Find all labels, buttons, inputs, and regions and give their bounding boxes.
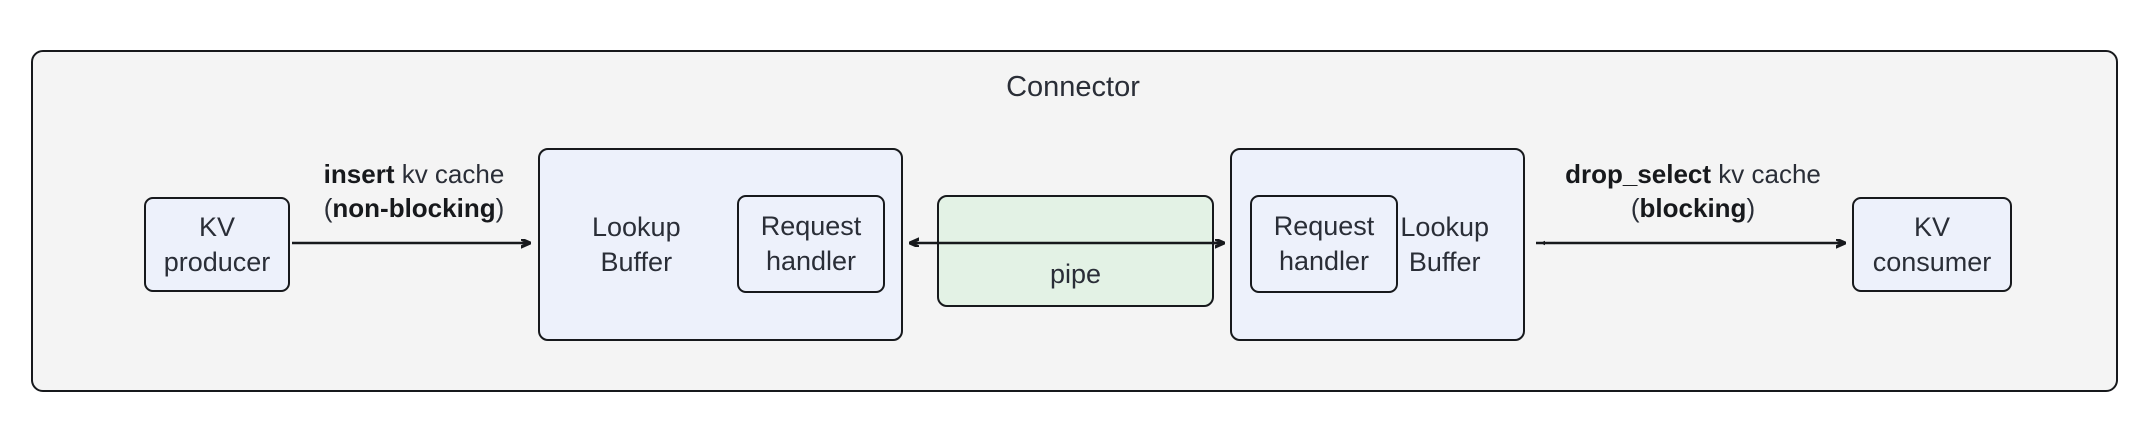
lookup-buffer-right-line2: Buffer	[1408, 246, 1481, 277]
edge-label-insert-plain: kv cache	[394, 159, 505, 189]
edge-label-drop-plain: kv cache	[1711, 159, 1821, 189]
kv-consumer-line2: consumer	[1872, 246, 1992, 277]
pipe-label: pipe	[1049, 259, 1102, 290]
kv-producer-line1: KV	[198, 211, 235, 242]
lookup-buffer-left-line1: Lookup	[592, 211, 681, 242]
kv-producer-line2: producer	[163, 246, 271, 277]
edge-label-drop-close-paren: )	[1746, 192, 1756, 223]
node-lookup-buffer-left: Lookup Buffer	[538, 148, 903, 341]
kv-consumer-line1: KV	[1913, 211, 1950, 242]
edge-label-insert-close-paren: )	[495, 192, 505, 223]
lookup-buffer-right-line1: Lookup	[1400, 211, 1489, 242]
edge-label-drop-select: drop_select kv cache (blocking)	[1538, 158, 1848, 226]
edge-label-insert-open-paren: (	[323, 192, 333, 223]
edge-label-drop-mode: blocking	[1639, 192, 1747, 223]
request-handler-right-line2: handler	[1278, 246, 1370, 276]
edge-label-drop-open-paren: (	[1630, 192, 1640, 223]
request-handler-left-line2: handler	[765, 246, 857, 276]
request-handler-left-line1: Request	[760, 211, 862, 242]
node-kv-producer: KV producer	[144, 197, 290, 292]
node-pipe: pipe	[937, 195, 1214, 307]
node-kv-consumer: KV consumer	[1852, 197, 2012, 292]
node-request-handler-left: Request handler	[737, 195, 885, 293]
edge-label-insert: insert kv cache (non-blocking)	[296, 158, 532, 226]
edge-label-insert-mode: non-blocking	[332, 192, 496, 223]
lookup-buffer-left-line2: Buffer	[600, 246, 673, 277]
edge-label-insert-bold: insert	[323, 159, 395, 189]
edge-label-drop-bold: drop_select	[1565, 159, 1712, 189]
request-handler-right-line1: Request	[1273, 211, 1375, 242]
node-request-handler-right: Request handler	[1250, 195, 1398, 293]
connector-title: Connector	[1006, 71, 1140, 103]
